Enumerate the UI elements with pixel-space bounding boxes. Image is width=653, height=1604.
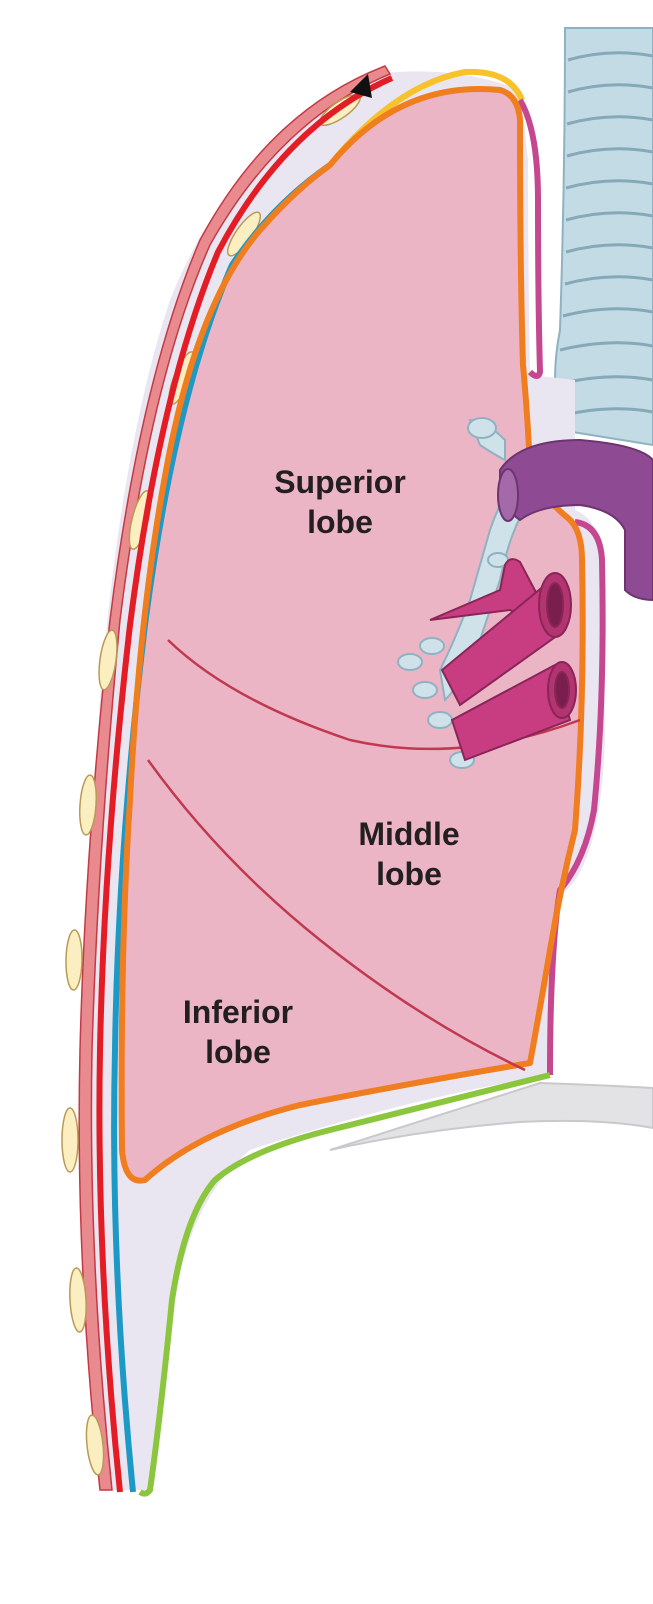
superior-lobe-label: Superior lobe [240,462,440,542]
inferior-lobe-label-line1: Inferior [182,994,294,1030]
aortic-lumen [497,468,519,522]
diaphragm [329,1081,653,1151]
superior-lobe-label-line2: lobe [307,504,373,540]
chest-wall-tissue [78,65,392,1491]
middle-lobe-label-line1: Middle [358,816,460,852]
chest-wall-line [96,75,394,1493]
lung [121,88,583,1181]
mediastinal-pleura-lower [547,519,606,1076]
aortic-arch [499,438,653,602]
mediastinal-pleura [517,98,544,379]
oblique-fissure [146,759,526,1072]
middle-lobe-label-line2: lobe [376,856,442,892]
pulmonary-vessels [429,558,577,762]
middle-lobe-label: Middle lobe [309,814,509,894]
inferior-lobe-label-line2: lobe [205,1034,271,1070]
inferior-lobe-label: Inferior lobe [138,992,338,1072]
visceral-pleura [118,86,586,1184]
diaphragmatic-pleura [138,1072,551,1497]
superior-lobe-label-line1: Superior [274,464,406,500]
triangle-pointer-icon [350,74,372,98]
